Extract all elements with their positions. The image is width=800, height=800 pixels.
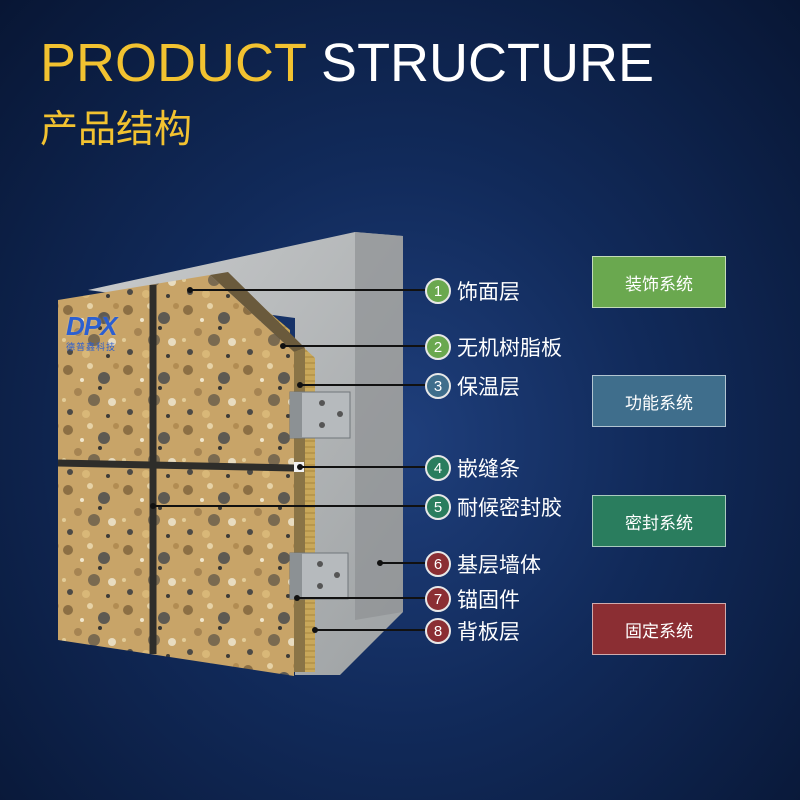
anchor-bracket-lower <box>289 552 349 600</box>
system-box-decoration: 装饰系统 <box>592 256 726 308</box>
layer-number-badge: 7 <box>425 586 451 612</box>
anchor-bracket-upper <box>289 391 351 439</box>
logo-mark: DPX <box>66 311 117 341</box>
leader-dots <box>150 287 383 633</box>
layer-number-badge: 1 <box>425 278 451 304</box>
panel-seam-horizontal <box>57 459 295 472</box>
layer-label-7: 7 锚固件 <box>425 584 520 614</box>
layer-number-badge: 2 <box>425 334 451 360</box>
layer-number-badge: 6 <box>425 551 451 577</box>
layer-name: 嵌缝条 <box>457 457 520 481</box>
title-word-product: PRODUCT <box>40 33 307 93</box>
layer-name: 饰面层 <box>457 280 520 304</box>
layer-label-6: 6 基层墙体 <box>425 549 541 579</box>
layer-name: 保温层 <box>457 375 520 399</box>
dpx-logo: DPX 德普鑫科技 <box>66 311 117 353</box>
logo-subtext: 德普鑫科技 <box>66 343 117 353</box>
layer-name: 耐候密封胶 <box>457 496 562 520</box>
title-chinese: 产品结构 <box>40 107 193 151</box>
layer-name: 基层墙体 <box>457 553 541 577</box>
system-box-fixing: 固定系统 <box>592 603 726 655</box>
layer-label-2: 2 无机树脂板 <box>425 332 562 362</box>
layer-name: 背板层 <box>457 620 520 644</box>
title-english: PRODUCT STRUCTURE <box>40 36 654 90</box>
base-wall-edge <box>355 232 403 620</box>
layer-number-badge: 3 <box>425 373 451 399</box>
layer-name: 锚固件 <box>457 588 520 612</box>
system-box-sealing: 密封系统 <box>592 495 726 547</box>
layer-label-3: 3 保温层 <box>425 371 520 401</box>
layer-number-badge: 4 <box>425 455 451 481</box>
layer-number-badge: 8 <box>425 618 451 644</box>
granite-face-panel <box>58 275 294 676</box>
layer-name: 无机树脂板 <box>457 336 562 360</box>
system-box-function: 功能系统 <box>592 375 726 427</box>
layer-label-4: 4 嵌缝条 <box>425 453 520 483</box>
layer-label-1: 1 饰面层 <box>425 276 520 306</box>
leader-lines <box>153 289 425 631</box>
layer-label-5: 5 耐候密封胶 <box>425 492 562 522</box>
resin-board-edge <box>210 272 305 352</box>
layer-label-8: 8 背板层 <box>425 616 520 646</box>
title-word-structure: STRUCTURE <box>321 33 655 93</box>
layer-number-badge: 5 <box>425 494 451 520</box>
